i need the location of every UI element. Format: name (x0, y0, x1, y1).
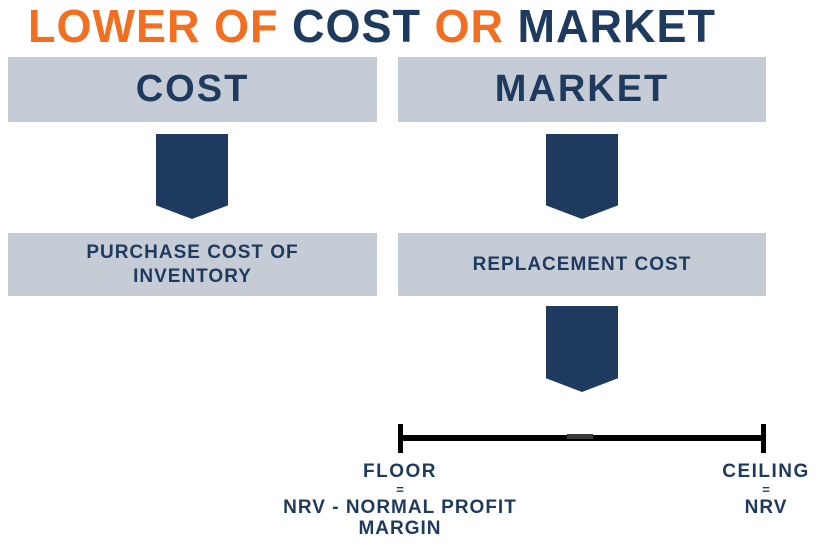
title-segment-market: MARKET (517, 0, 716, 53)
purchase-cost-label: PURCHASE COST OF INVENTORY (86, 241, 299, 287)
ceiling-label: CEILING (722, 461, 810, 482)
cost-header-box: COST (8, 57, 377, 122)
page-title: LOWER OF COST OR MARKET (28, 0, 716, 54)
market-header-label: MARKET (494, 68, 670, 110)
floor-label: FLOOR (363, 461, 437, 482)
title-segment-lower-of: LOWER OF (28, 0, 292, 53)
down-arrow-icon (546, 134, 618, 219)
purchase-cost-box: PURCHASE COST OF INVENTORY (8, 233, 377, 296)
market-header-box: MARKET (398, 57, 766, 122)
ceiling-value: NRV (744, 497, 788, 518)
floor-value: NRV - NORMAL PROFIT MARGIN (283, 497, 517, 539)
title-segment-cost: COST (291, 0, 435, 53)
down-arrow-icon (156, 134, 228, 219)
down-arrow-icon (546, 306, 618, 392)
ceiling-label-block: CEILING = NRV (691, 461, 821, 518)
range-center-tick (567, 434, 593, 439)
replacement-cost-box: REPLACEMENT COST (398, 233, 766, 296)
range-endcap-right (761, 424, 766, 453)
cost-header-label: COST (135, 68, 250, 110)
range-endcap-left (398, 424, 403, 453)
ceiling-equals-sign: = (762, 482, 770, 497)
floor-equals-sign: = (396, 482, 404, 497)
floor-label-block: FLOOR = NRV - NORMAL PROFIT MARGIN (260, 461, 540, 539)
replacement-cost-label: REPLACEMENT COST (472, 253, 692, 275)
title-segment-or: OR (434, 0, 518, 53)
